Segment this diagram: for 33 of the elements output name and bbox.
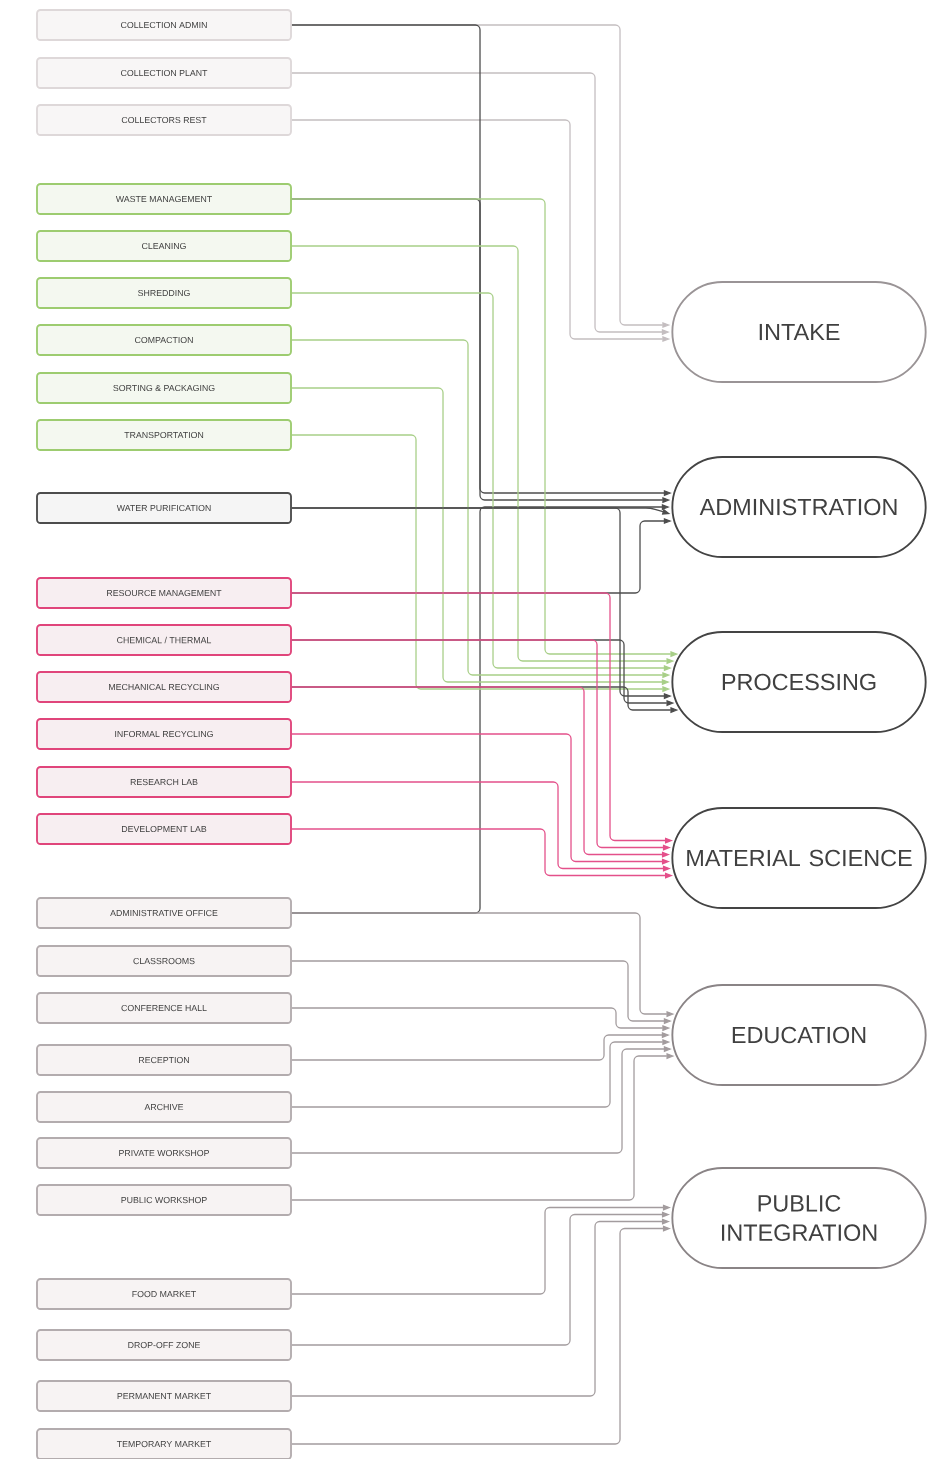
room-box: RESOURCE MANAGEMENT [36,577,292,609]
room-box: COLLECTORS REST [36,104,292,136]
room-box: COMPACTION [36,324,292,356]
room-box: COLLECTION ADMIN [36,9,292,41]
room-box: FOOD MARKET [36,1278,292,1310]
room-box: DEVELOPMENT LAB [36,813,292,845]
room-box: RESEARCH LAB [36,766,292,798]
room-box: INFORMAL RECYCLING [36,718,292,750]
room-box: TEMPORARY MARKET [36,1428,292,1459]
room-box: PUBLIC WORKSHOP [36,1184,292,1216]
room-box: ARCHIVE [36,1091,292,1123]
room-box: PERMANENT MARKET [36,1380,292,1412]
room-box: RECEPTION [36,1044,292,1076]
category-pill: EDUCATION [671,984,927,1086]
room-box: CLASSROOMS [36,945,292,977]
room-box: CLEANING [36,230,292,262]
category-pill: ADMINISTRATION [671,456,927,558]
room-box: MECHANICAL RECYCLING [36,671,292,703]
room-box: PRIVATE WORKSHOP [36,1137,292,1169]
category-pill: PUBLIC INTEGRATION [671,1167,927,1269]
room-box: SORTING & PACKAGING [36,372,292,404]
room-box: SHREDDING [36,277,292,309]
category-pill: INTAKE [671,281,927,383]
room-box: CONFERENCE HALL [36,992,292,1024]
room-box: WATER PURIFICATION [36,492,292,524]
category-pill: PROCESSING [671,631,927,733]
room-box: COLLECTION PLANT [36,57,292,89]
room-box: ADMINISTRATIVE OFFICE [36,897,292,929]
room-box: CHEMICAL / THERMAL [36,624,292,656]
room-box: TRANSPORTATION [36,419,292,451]
category-pill: MATERIAL SCIENCE [671,807,927,909]
room-box: DROP-OFF ZONE [36,1329,292,1361]
room-box: WASTE MANAGEMENT [36,183,292,215]
